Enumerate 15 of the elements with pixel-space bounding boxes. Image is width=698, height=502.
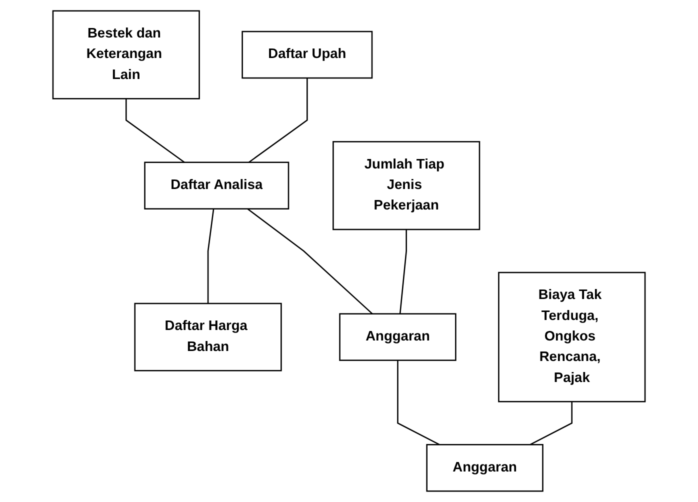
- connector: [397, 360, 440, 446]
- node-box: Biaya Tak Terduga, Ongkos Rencana, Pajak: [498, 272, 646, 402]
- node-box: Jumlah Tiap Jenis Pekerjaan: [332, 141, 480, 230]
- node-box: Daftar Harga Bahan: [134, 302, 282, 372]
- connector: [530, 402, 573, 446]
- node-box: Anggaran: [339, 313, 456, 361]
- node-box: Anggaran: [426, 444, 544, 492]
- node-box: Bestek dan Keterangan Lain: [52, 10, 200, 100]
- connector: [247, 208, 373, 314]
- node-box: Daftar Analisa: [144, 162, 290, 210]
- node-box: Daftar Upah: [242, 30, 373, 79]
- connector: [399, 229, 407, 314]
- connector: [207, 208, 214, 304]
- connector: [125, 98, 185, 163]
- connector: [248, 78, 308, 163]
